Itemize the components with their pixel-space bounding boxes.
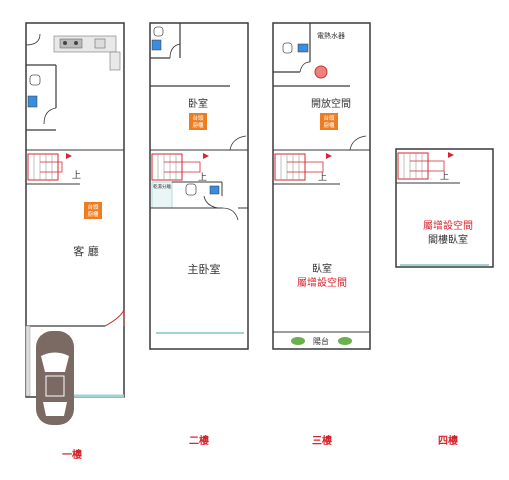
room-bedroom-f3: 臥室 bbox=[312, 262, 332, 275]
floor-3-label: 三樓 bbox=[312, 434, 332, 447]
floor-3-plan: 電熱水器 開放空間 台頭 廚櫃 上 臥室 屬增設空間 陽台 三樓 bbox=[272, 22, 371, 447]
room-loft-f4: 閣樓臥室 bbox=[428, 233, 468, 246]
heater-label: 電熱水器 bbox=[317, 31, 345, 40]
room-bedroom-f2: 卧室 bbox=[188, 97, 208, 110]
washbasin-icon bbox=[27, 95, 38, 108]
cabinet-badge-f1 bbox=[84, 202, 102, 219]
stairs-floor-3 bbox=[273, 153, 340, 185]
svg-text:台頭: 台頭 bbox=[87, 203, 99, 211]
room-master-f2: 主卧室 bbox=[188, 262, 221, 276]
svg-text:上: 上 bbox=[440, 171, 449, 182]
svg-text:廚櫃: 廚櫃 bbox=[323, 121, 335, 129]
stairs-floor-4 bbox=[396, 152, 460, 184]
water-heater-icon bbox=[314, 65, 328, 79]
svg-text:台頭: 台頭 bbox=[192, 114, 204, 122]
annex-label-f3: 屬增設空間 bbox=[297, 276, 347, 289]
floor-1-label: 一樓 bbox=[62, 448, 82, 461]
floor-2-plan: 卧室 台頭 廚櫃 上 乾濕分離 主卧室 二樓 bbox=[149, 22, 249, 447]
car-icon bbox=[36, 331, 74, 425]
annex-label-f4: 屬增設空間 bbox=[423, 219, 473, 232]
stairs-up-label: 上 bbox=[72, 170, 81, 181]
floor-4-label: 四樓 bbox=[438, 434, 458, 447]
svg-text:上: 上 bbox=[198, 172, 207, 183]
svg-text:台頭: 台頭 bbox=[323, 114, 335, 122]
floor-2-label: 二樓 bbox=[189, 434, 209, 447]
svg-text:廚櫃: 廚櫃 bbox=[87, 210, 99, 218]
svg-text:廚櫃: 廚櫃 bbox=[192, 121, 204, 129]
plant-icon bbox=[291, 337, 352, 345]
stairs-floor-2 bbox=[151, 153, 209, 181]
toilet-icon bbox=[29, 74, 41, 86]
floor-4-plan: 上 屬增設空間 閣樓臥室 四樓 bbox=[395, 148, 494, 447]
sink-icon bbox=[94, 38, 106, 49]
svg-text:乾濕分離: 乾濕分離 bbox=[153, 183, 171, 190]
stairs-floor-1 bbox=[26, 149, 124, 185]
floor-1-plan: 上 台頭 廚櫃 客 廳 一樓 bbox=[25, 22, 125, 461]
room-living: 客 廳 bbox=[73, 244, 99, 258]
svg-text:上: 上 bbox=[318, 172, 327, 183]
room-balcony-f3: 陽台 bbox=[313, 336, 329, 346]
cabinet-badge-f2 bbox=[189, 113, 207, 130]
cabinet-badge-f3 bbox=[320, 113, 338, 130]
room-open-f3: 開放空間 bbox=[311, 97, 351, 110]
stove-icon bbox=[59, 38, 83, 49]
up-arrow-icon bbox=[66, 153, 72, 159]
